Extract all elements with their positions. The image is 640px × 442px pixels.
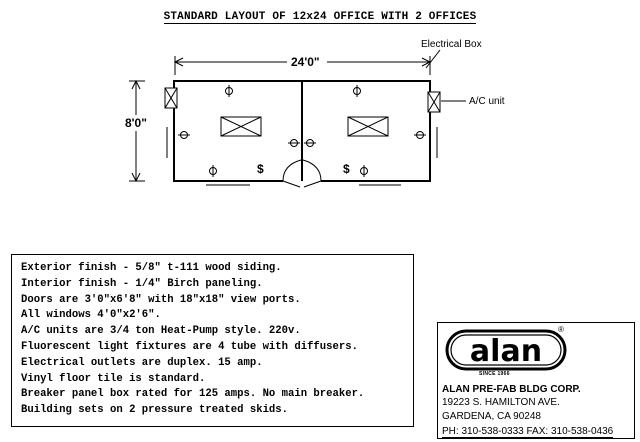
outlet-icon: [353, 85, 361, 97]
outlet-icon: [288, 139, 300, 147]
spec-line: Breaker panel box rated for 125 amps. No…: [21, 388, 365, 401]
ac-unit-right: [427, 91, 441, 113]
light-fixture-right: [347, 116, 389, 137]
windows: [166, 127, 438, 186]
door-left: [282, 159, 302, 188]
depth-label: 8'0": [125, 116, 147, 130]
spec-line: Vinyl floor tile is standard.: [21, 372, 206, 385]
since-label: SINCE 1966: [479, 371, 510, 377]
specifications-box: Exterior finish - 5/8" t-111 wood siding…: [11, 254, 414, 427]
spec-line: Doors are 3'0"x6'8" with 18"x18" view po…: [21, 293, 301, 306]
spec-line: Exterior finish - 5/8" t-111 wood siding…: [21, 262, 282, 274]
company-address-city: GARDENA, CA 90248: [442, 411, 541, 422]
alan-logo: alan: [445, 329, 567, 371]
ac-unit-label: A/C unit: [469, 96, 505, 107]
spec-line: Interior finish - 1/4" Birch paneling.: [21, 277, 263, 290]
outlet-icon: [209, 165, 217, 177]
company-name: ALAN PRE-FAB BLDG CORP.: [442, 384, 581, 395]
outlet-icon: [225, 85, 233, 97]
logo-text: alan: [470, 334, 542, 369]
diagram-title: STANDARD LAYOUT OF 12x24 OFFICE WITH 2 O…: [163, 11, 477, 24]
spec-line: All windows 4'0"x2'6".: [21, 309, 161, 322]
floor-plan: [129, 49, 466, 188]
ac-unit-left: [164, 87, 178, 109]
width-label: 24'0": [291, 55, 320, 69]
switch-symbol-right: $: [343, 162, 350, 176]
outlet-icon: [360, 165, 368, 177]
company-phone: PH: 310-538-0333 FAX: 310-538-0436: [442, 426, 614, 438]
registered-mark: ®: [558, 325, 564, 334]
spec-line: Building sets on 2 pressure treated skid…: [21, 404, 289, 417]
light-fixture-left: [220, 116, 262, 137]
spec-line: Fluorescent light fixtures are 4 tube wi…: [21, 340, 358, 353]
outlet-icon: [414, 131, 426, 139]
spec-line: A/C units are 3/4 ton Heat-Pump style. 2…: [21, 325, 301, 338]
company-address-street: 19223 S. HAMILTON AVE.: [442, 397, 560, 408]
door-right: [302, 159, 322, 188]
electrical-box-label: Electrical Box: [421, 39, 482, 50]
electrical-box-leader: [425, 49, 441, 69]
switch-symbol-left: $: [257, 162, 264, 176]
company-info-box: alan ® SINCE 1966 ALAN PRE-FAB BLDG CORP…: [437, 322, 635, 439]
outlet-icon: [304, 139, 316, 147]
outlet-icon: [178, 131, 190, 139]
spec-line: Electrical outlets are duplex. 15 amp.: [21, 356, 263, 369]
